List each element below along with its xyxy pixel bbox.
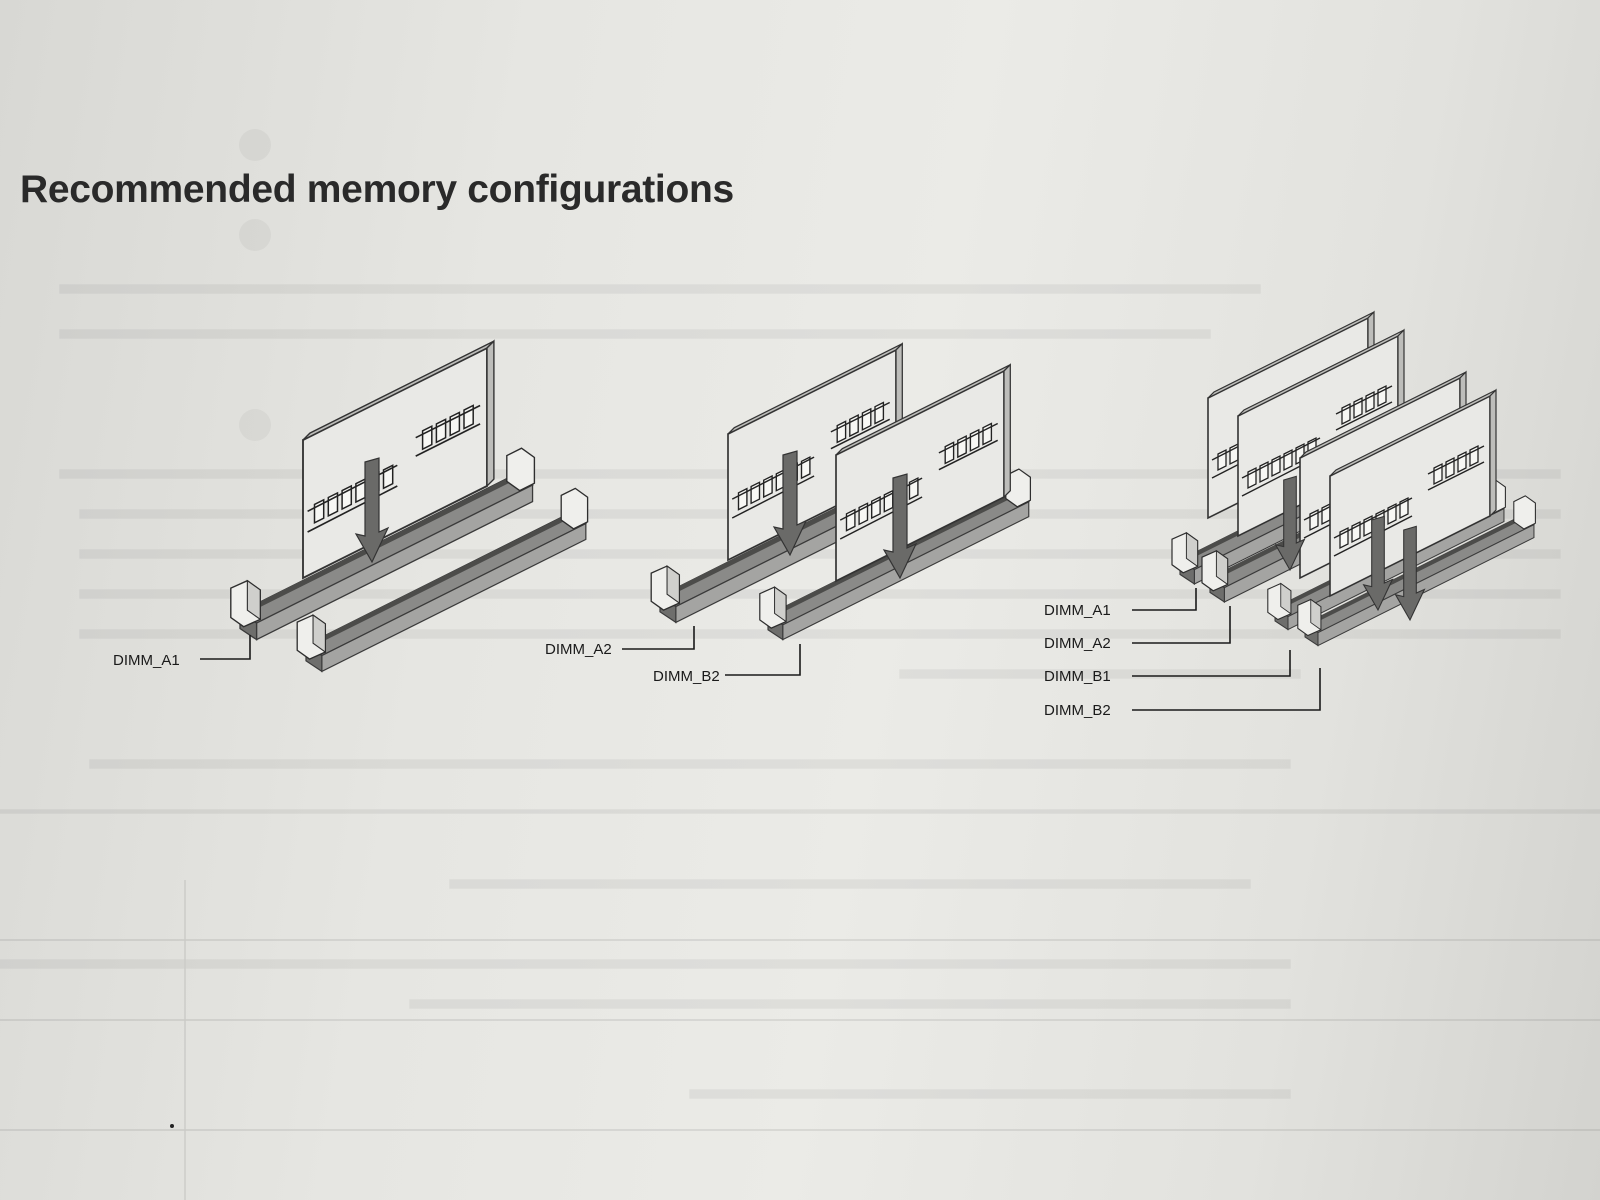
slot-label-dimm-a2: DIMM_A2 <box>1044 635 1111 652</box>
slot-label-dimm-b2: DIMM_B2 <box>653 668 720 685</box>
slot-label-dimm-a1: DIMM_A1 <box>113 652 180 669</box>
ink-dot <box>170 1124 174 1128</box>
slot-label-dimm-b1: DIMM_B1 <box>1044 668 1111 685</box>
slot-label-dimm-b2: DIMM_B2 <box>1044 702 1111 719</box>
leader-line <box>200 635 250 659</box>
leader-line <box>622 626 694 649</box>
config-four-modules: DIMM_A1 DIMM_A2 DIMM_B1 DIMM_B2 <box>1044 312 1535 719</box>
leader-line <box>1132 606 1230 643</box>
leader-line <box>725 644 800 675</box>
config-two-modules: DIMM_A2 DIMM_B2 <box>545 344 1030 685</box>
leader-line <box>1132 668 1320 710</box>
leader-line <box>1132 588 1196 610</box>
slot-label-dimm-a2: DIMM_A2 <box>545 641 612 658</box>
leader-line <box>1132 650 1290 676</box>
config-one-module: DIMM_A1 <box>113 341 588 671</box>
slot-label-dimm-a1: DIMM_A1 <box>1044 602 1111 619</box>
